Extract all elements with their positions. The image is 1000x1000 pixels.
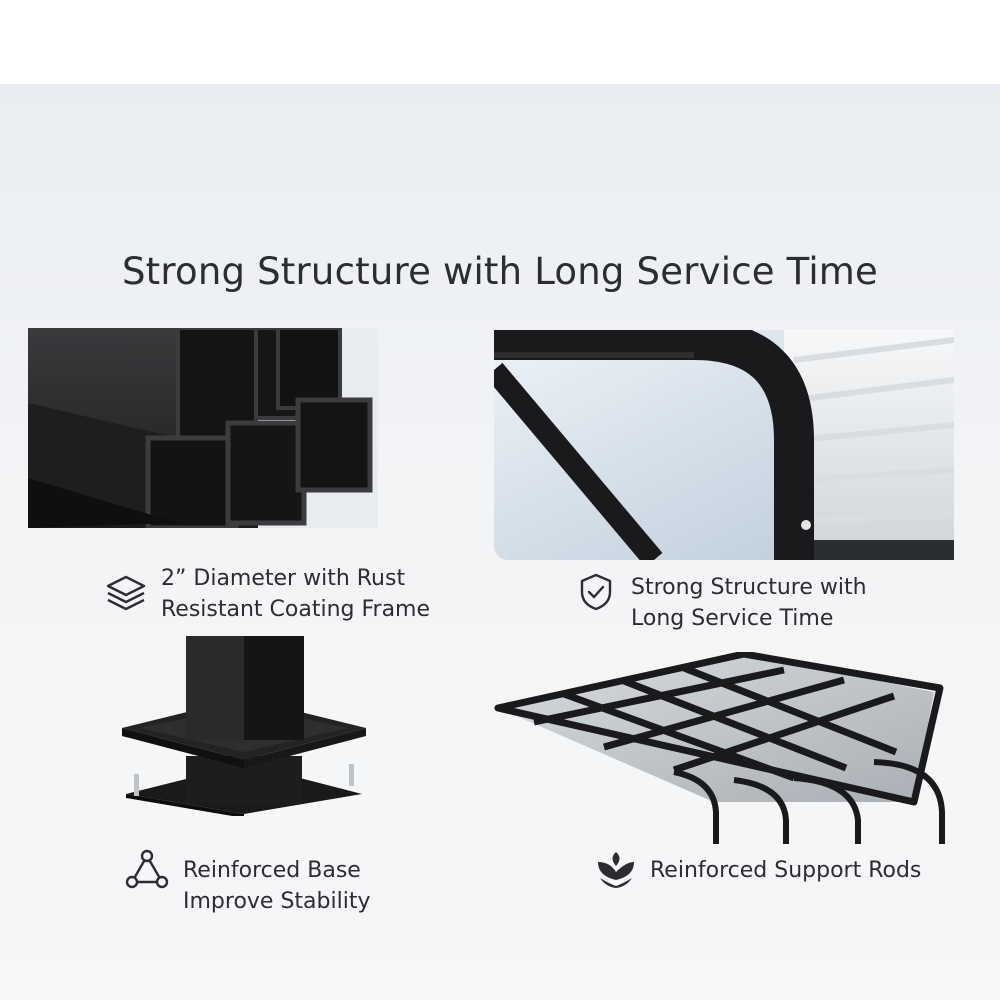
triangle-nodes-icon [125,849,169,889]
feature-caption-4: Reinforced Support Rods [650,855,921,886]
shield-check-icon [580,573,612,611]
feature-1-line-2: Resistant Coating Frame [161,597,431,622]
leaf-stack-icon [598,852,634,888]
feature-2-line-1: Strong Structure with [631,575,867,600]
canopy-support-rods-image [494,652,945,844]
feature-caption-2: Strong Structure with Long Service Time [631,572,867,634]
feature-caption-3: Reinforced Base Improve Stability [183,855,370,917]
square-tubes-image [28,328,378,528]
reinforced-base-image [122,636,366,816]
page-title: Strong Structure with Long Service Time [121,250,879,293]
feature-caption-1: 2” Diameter with Rust Resistant Coating … [161,563,430,625]
feature-3-line-2: Improve Stability [183,889,371,914]
feature-3-line-1: Reinforced Base [183,858,361,883]
curved-frame-image [494,330,954,560]
feature-4-line-1: Reinforced Support Rods [650,858,922,883]
feature-1-line-1: 2” Diameter with Rust [161,566,406,591]
layers-icon [106,575,146,611]
feature-2-line-2: Long Service Time [631,606,834,631]
